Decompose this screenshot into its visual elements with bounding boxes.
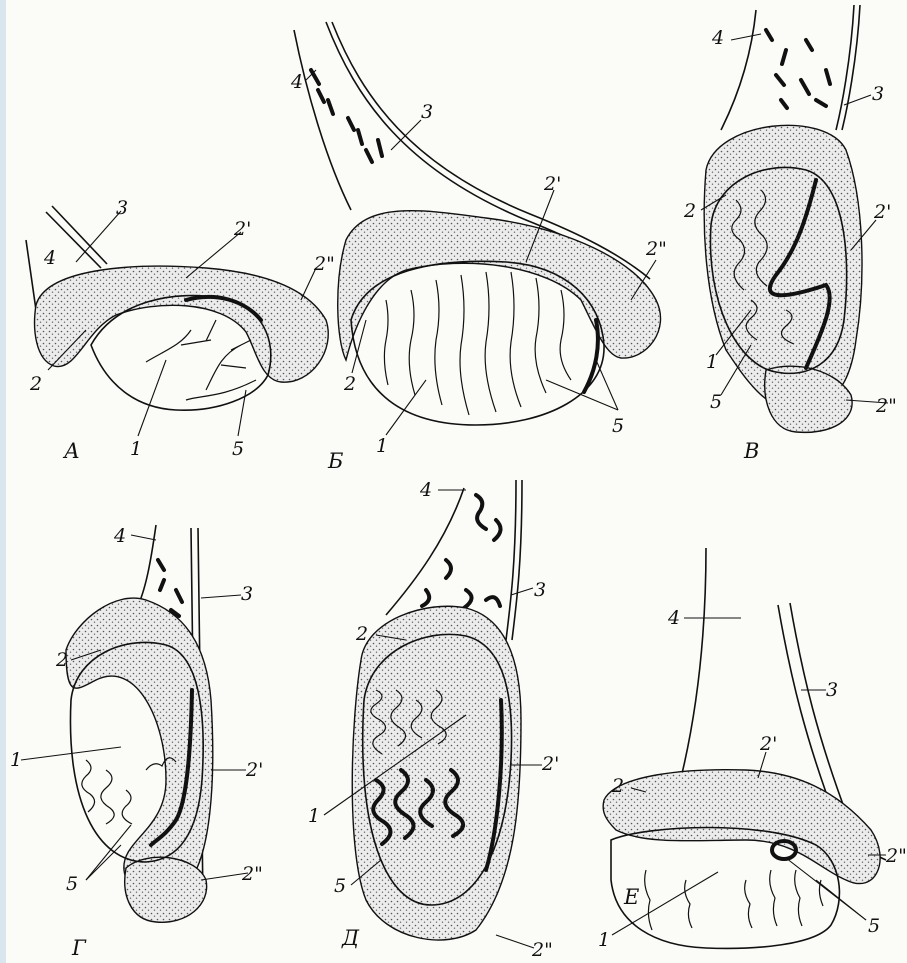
label-d-2prime: 2' <box>541 753 559 775</box>
label-e-2prime: 2' <box>759 733 777 755</box>
caption-b: Б <box>327 449 343 473</box>
leader-line <box>386 380 426 435</box>
spermatic-cord-b <box>294 30 351 210</box>
vas-deferens-v <box>836 5 860 130</box>
spermatic-cord-v <box>721 10 756 130</box>
label-b-2dprime: 2" <box>645 238 667 260</box>
epididymis-d <box>352 606 521 940</box>
label-g-3: 3 <box>241 583 253 605</box>
label-b-5: 5 <box>612 415 624 437</box>
label-v-5: 5 <box>710 391 722 413</box>
caption-g: Г <box>71 936 87 960</box>
leader-line <box>201 873 248 880</box>
label-a-2: 2 <box>29 373 42 395</box>
epididymis-e <box>603 770 880 884</box>
caption-a: А <box>62 439 80 463</box>
label-g-4: 4 <box>113 525 126 547</box>
plexus-v <box>766 30 830 108</box>
panel-b <box>294 22 661 425</box>
label-a-2dprime: 2" <box>313 253 335 275</box>
spermatic-cord-e <box>678 548 706 790</box>
label-d-4: 4 <box>419 479 432 501</box>
panel-v <box>704 5 862 432</box>
label-e-2: 2 <box>611 775 624 797</box>
panel-g <box>66 525 213 922</box>
panel-e <box>603 548 886 948</box>
leader-line <box>138 360 166 436</box>
label-d-3: 3 <box>534 579 546 601</box>
panel-d <box>352 480 522 940</box>
label-b-2: 2 <box>343 373 356 395</box>
label-a-3: 3 <box>116 197 128 219</box>
caption-e: Е <box>623 885 639 909</box>
label-d-2: 2 <box>355 623 368 645</box>
label-d-2dprime: 2" <box>531 939 553 961</box>
leader-line <box>496 935 534 948</box>
label-a-5: 5 <box>232 438 244 460</box>
duct-b <box>584 320 598 392</box>
plexus-b <box>311 70 382 162</box>
leader-line <box>238 390 246 436</box>
label-g-2: 2 <box>55 649 68 671</box>
label-v-2: 2 <box>683 200 696 222</box>
leader-line <box>511 588 533 595</box>
label-v-4: 4 <box>711 27 724 49</box>
label-g-2dprime: 2" <box>241 863 263 885</box>
panel-a <box>26 206 328 410</box>
spermatic-cord-a <box>26 240 36 310</box>
label-v-3: 3 <box>872 83 884 105</box>
label-v-2prime: 2' <box>873 201 891 223</box>
vessels-a <box>146 320 256 400</box>
leader-line <box>731 34 761 40</box>
caption-d: Д <box>341 926 360 950</box>
label-e-1: 1 <box>598 929 610 951</box>
label-e-4: 4 <box>667 607 680 629</box>
label-e-3: 3 <box>826 679 838 701</box>
spermatic-cord-d <box>386 488 464 615</box>
label-g-1: 1 <box>10 749 22 771</box>
label-b-3: 3 <box>421 101 433 123</box>
label-v-2dprime: 2" <box>875 395 897 417</box>
label-e-2dprime: 2" <box>885 845 907 867</box>
label-g-2prime: 2' <box>245 759 263 781</box>
label-b-1: 1 <box>376 435 388 457</box>
label-b-2prime: 2' <box>543 173 561 195</box>
label-a-2prime: 2' <box>233 218 251 240</box>
label-a-1: 1 <box>130 438 142 460</box>
label-d-1: 1 <box>308 805 320 827</box>
epididymis-a <box>35 266 329 382</box>
caption-v: В <box>743 439 759 463</box>
label-b-4: 4 <box>290 71 303 93</box>
leader-line <box>86 845 121 880</box>
label-d-5: 5 <box>334 875 346 897</box>
leader-line <box>201 595 241 598</box>
label-e-5: 5 <box>868 915 880 937</box>
tail-g <box>125 857 207 922</box>
label-a-4: 4 <box>43 247 56 269</box>
vas-deferens-d <box>506 480 522 640</box>
label-v-1: 1 <box>706 351 718 373</box>
anatomy-figure: 3 4 2' 2" 2 1 5 4 3 2' 2" 2 1 5 4 3 2 2'… <box>6 0 907 963</box>
leader-line <box>131 535 156 540</box>
label-g-5: 5 <box>66 873 78 895</box>
lobules-b <box>384 272 571 415</box>
